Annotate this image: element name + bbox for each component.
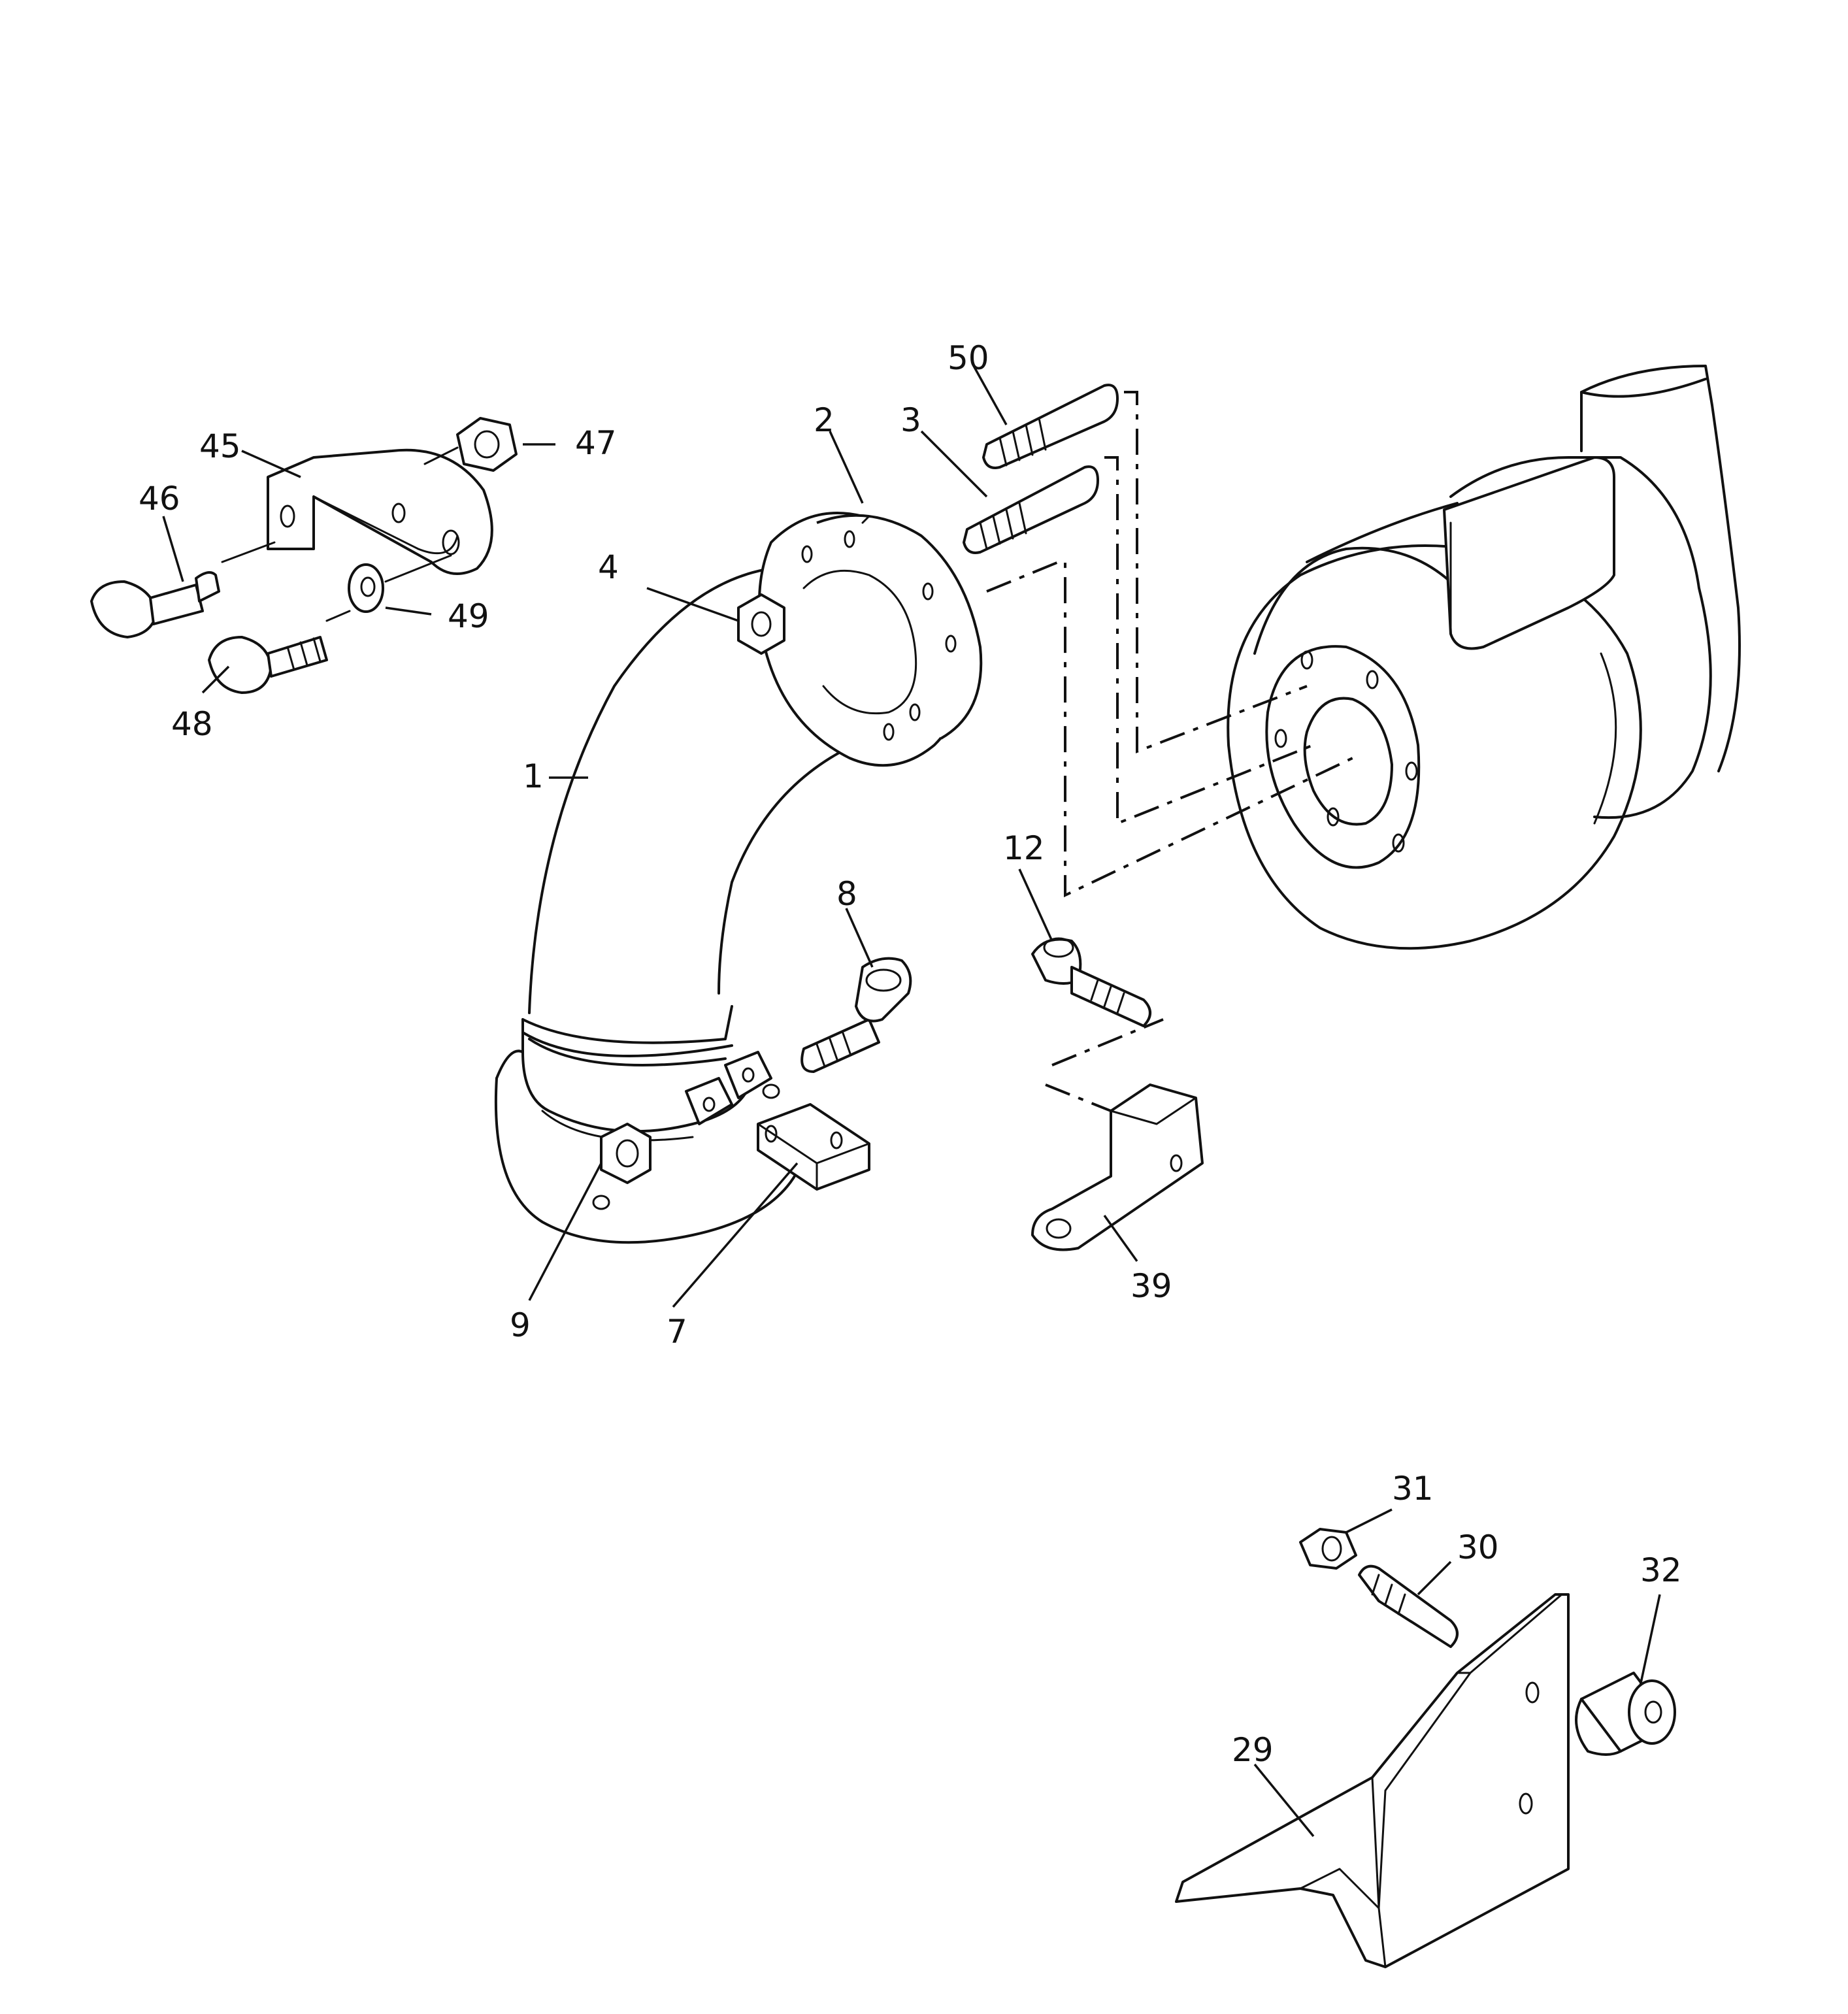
- turbocharger: [1227, 365, 1741, 950]
- callout-3: 3: [900, 401, 921, 439]
- base-flange-clamp: [494, 1005, 870, 1244]
- callout-45: 45: [199, 427, 241, 465]
- bolt-12: [1031, 937, 1151, 1027]
- bolt-48: [208, 636, 328, 694]
- nut-4: [737, 593, 785, 655]
- callout-labels: 50 2 3 4 1 8 12 9 7 39 45 46 47 48 49 31…: [139, 339, 1682, 1769]
- nut-47: [456, 417, 518, 472]
- callout-9: 9: [510, 1306, 531, 1344]
- callout-1: 1: [523, 757, 544, 795]
- callout-46: 46: [139, 480, 180, 518]
- bolt-8: [800, 957, 912, 1073]
- callout-31: 31: [1392, 1470, 1434, 1508]
- callout-29: 29: [1232, 1731, 1274, 1769]
- callout-50: 50: [948, 339, 989, 377]
- callout-7: 7: [667, 1313, 687, 1351]
- callout-47: 47: [575, 424, 617, 462]
- nut-9: [600, 1123, 652, 1184]
- callout-48: 48: [171, 705, 213, 743]
- alignment-lines: [986, 391, 1353, 1112]
- stud-3: [963, 465, 1099, 554]
- bracket-45: [267, 448, 493, 575]
- gasket-flange: [758, 512, 983, 767]
- elbow-pipe: [521, 567, 870, 1057]
- callout-32: 32: [1640, 1551, 1682, 1589]
- bracket-39: [1031, 1083, 1204, 1251]
- nut-31: [1299, 1528, 1357, 1570]
- callout-49: 49: [448, 597, 489, 635]
- callout-2: 2: [814, 401, 834, 439]
- stud-30: [1358, 1564, 1459, 1648]
- callout-12: 12: [1003, 829, 1045, 867]
- bolt-46: [90, 571, 220, 638]
- callout-8: 8: [836, 875, 857, 913]
- bracket-29: [1175, 1593, 1570, 1968]
- bushing-32: [1575, 1672, 1676, 1756]
- leader-lines: [162, 365, 1661, 1838]
- assembly-guide-lines: [221, 446, 459, 622]
- callout-4: 4: [598, 548, 619, 586]
- washer-49: [348, 563, 384, 613]
- callout-39: 39: [1130, 1267, 1172, 1305]
- stud-50: [982, 384, 1119, 469]
- callout-30: 30: [1457, 1528, 1499, 1566]
